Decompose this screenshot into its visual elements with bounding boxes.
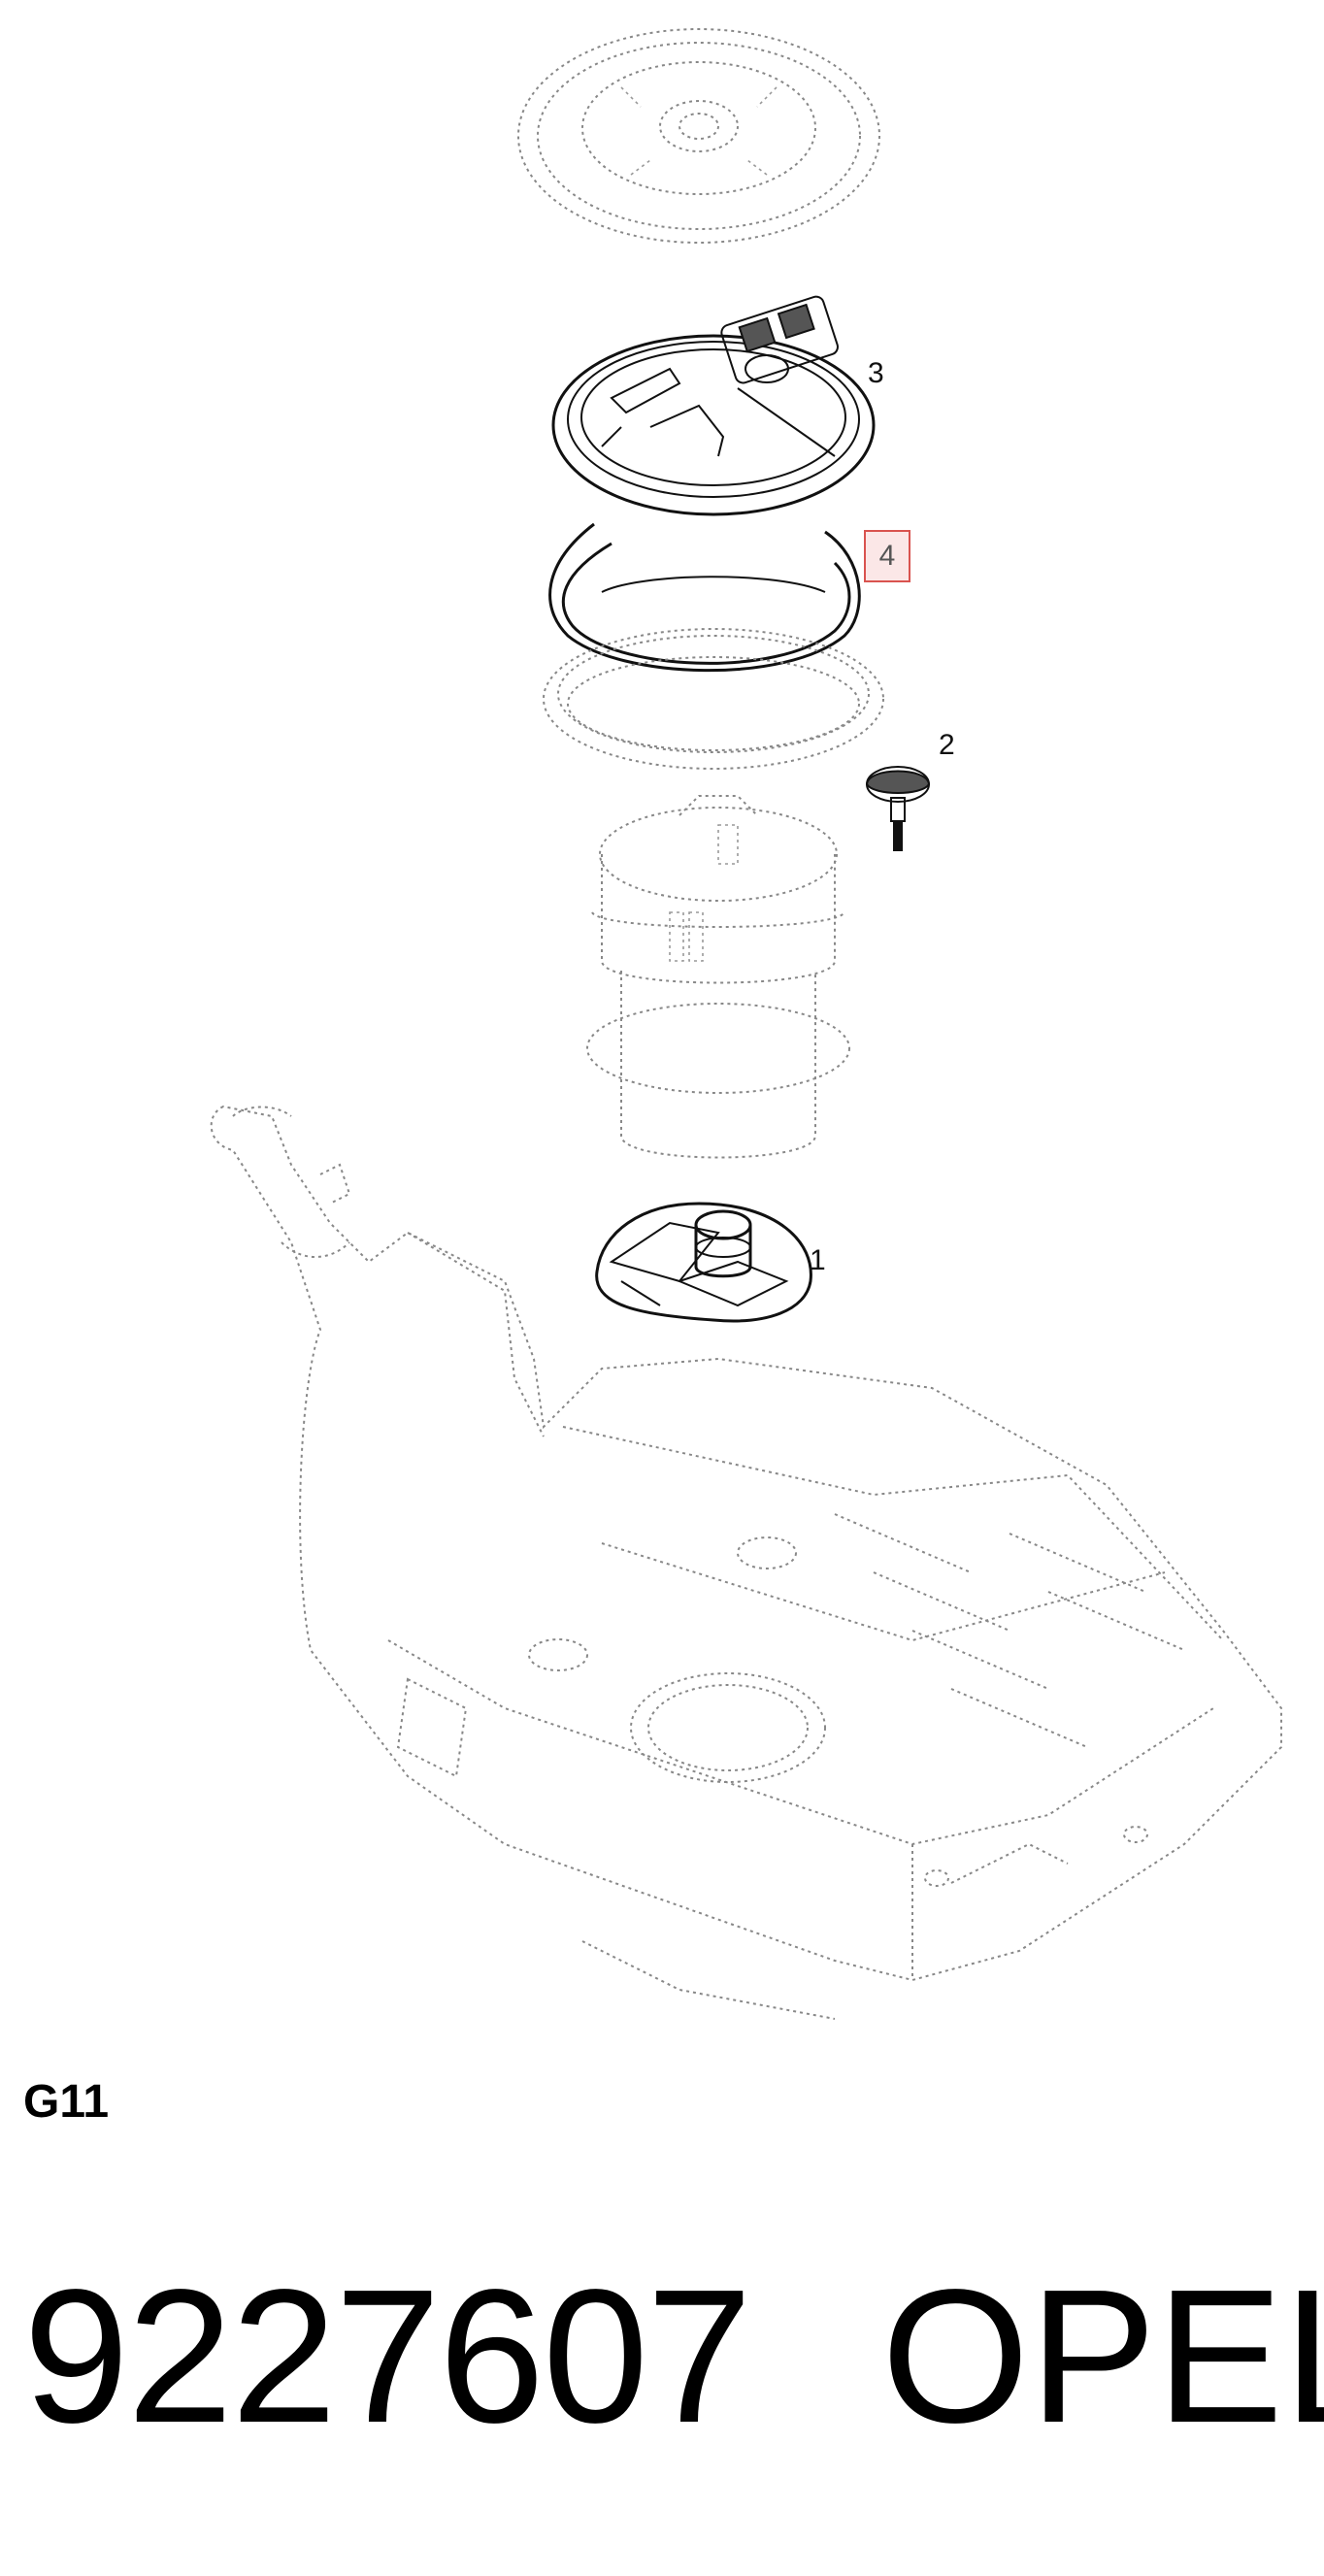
filter-strainer [595,1202,812,1323]
tank-cover-plate [517,28,880,244]
fuel-tank [210,1105,1282,2020]
callout-2: 2 [939,729,955,761]
fuel-pump-module [586,795,850,1159]
section-code: G11 [23,2076,110,2128]
cap-pin [865,766,931,851]
part-number: 9227607 [23,2250,752,2462]
callout-3: 3 [868,357,884,389]
seal-ring [543,522,884,770]
callout-1: 1 [810,1244,826,1276]
pump-flange [551,295,876,516]
brand-name: OPEL [881,2250,1324,2462]
callout-4-highlighted[interactable]: 4 [864,530,910,582]
